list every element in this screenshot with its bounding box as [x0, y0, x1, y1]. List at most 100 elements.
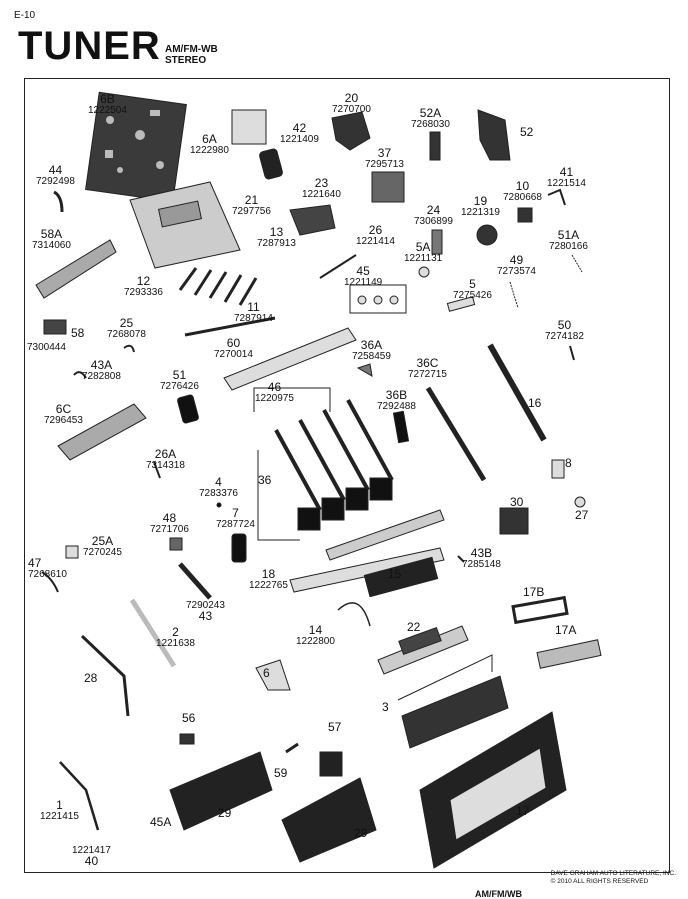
part-2 — [129, 598, 177, 668]
part-label: 15 — [388, 567, 402, 581]
part-7 — [231, 533, 247, 563]
part-20 — [331, 111, 371, 151]
part-41 — [547, 188, 566, 206]
part-4 — [216, 502, 222, 508]
part-25 — [123, 344, 135, 353]
chassis-21 — [129, 181, 241, 269]
part-label: 16 — [528, 396, 542, 410]
part-8 — [551, 459, 565, 479]
shaft-36c — [425, 386, 487, 482]
spring-49 — [509, 281, 519, 309]
part-36b — [392, 410, 410, 444]
part-label: 30 — [510, 495, 524, 509]
credit-line-2: © 2010 ALL RIGHTS RESERVED — [550, 878, 649, 885]
part-label: 22 — [407, 620, 421, 634]
part-label: 57 — [328, 720, 342, 734]
bracket-6 — [255, 659, 291, 691]
part-26 — [319, 254, 357, 279]
part-5a — [418, 266, 430, 278]
part-label: 27 — [575, 508, 589, 522]
part-43b — [457, 555, 465, 563]
part-30 — [499, 507, 529, 535]
part-59 — [285, 742, 299, 754]
part-48 — [169, 537, 183, 551]
slide-18 — [289, 547, 445, 593]
part-label: 6 — [263, 666, 270, 680]
part-label: 29 — [218, 806, 232, 820]
scale-17a — [536, 639, 602, 669]
mechanism-29-left — [169, 751, 273, 831]
part-label: 3 — [382, 700, 389, 714]
part-label: 56 — [182, 711, 196, 725]
part-58a — [35, 239, 117, 299]
diagram-frame — [24, 78, 670, 873]
credit-line-1: DAVE GRAHAM AUTO LITERATURE, INC. — [550, 870, 676, 877]
part-52a — [429, 131, 441, 161]
part-label: 17 — [516, 804, 530, 818]
pushrods-12-13 — [178, 267, 258, 306]
mechanism-29-right — [281, 777, 377, 863]
part-47 — [41, 571, 59, 593]
part-26a — [153, 461, 161, 479]
part-23 — [289, 204, 336, 236]
page-title: TUNER — [18, 24, 161, 68]
part-label: 17B — [523, 585, 545, 599]
dial-plate-15 — [363, 556, 439, 598]
part-44 — [53, 190, 64, 213]
subtitle-line-1: AM/FM-WB — [165, 44, 218, 55]
part-label: 45A — [150, 815, 172, 829]
knob-42 — [259, 148, 283, 180]
lens-17b — [511, 595, 569, 625]
subtitle-line-2: STEREO — [165, 55, 207, 66]
shaft-16 — [487, 343, 547, 442]
part-25a — [65, 545, 79, 559]
part-label: 52 — [520, 125, 534, 139]
part-label: 28 — [84, 671, 98, 685]
part-58 — [43, 319, 67, 335]
assembly-3 — [401, 675, 509, 749]
part-24 — [431, 229, 443, 255]
part-51 — [177, 394, 199, 424]
part-19 — [476, 224, 498, 246]
part-10 — [517, 207, 533, 223]
bracket-46 — [253, 387, 331, 412]
coil-37 — [371, 171, 405, 203]
part-label: 59 — [274, 766, 288, 780]
